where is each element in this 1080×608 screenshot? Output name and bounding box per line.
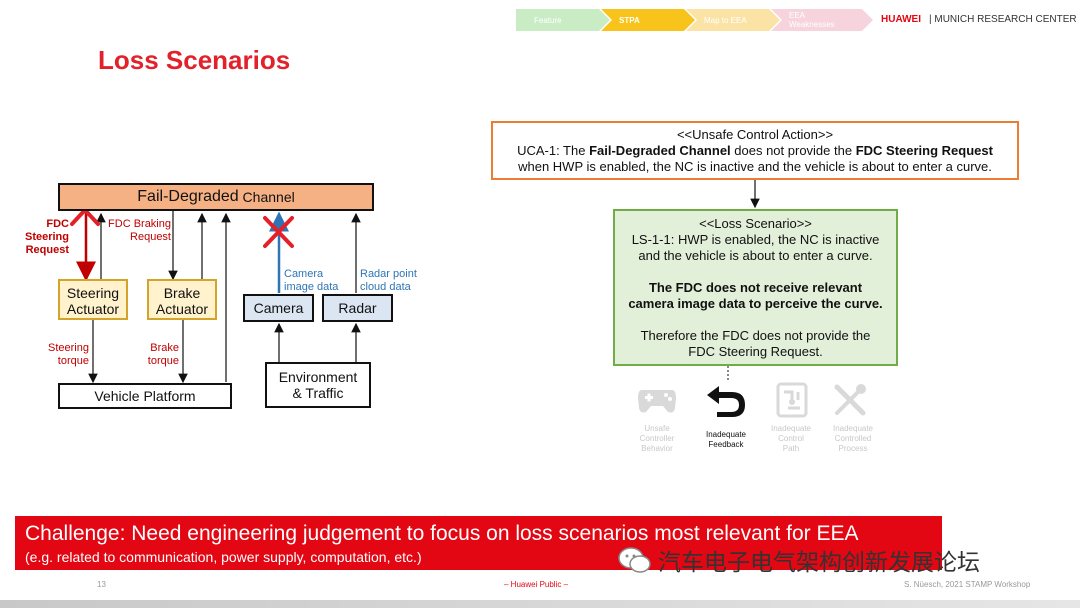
page-number: 13 [97, 580, 106, 589]
loss-scenario-box: <<Loss Scenario>> LS-1-1: HWP is enabled… [613, 209, 898, 366]
failure-x-mark-camera [263, 216, 294, 248]
camera-image-data-label: Camera image data [284, 268, 339, 293]
wechat-icon [618, 547, 651, 573]
radar-point-cloud-label: Radar point cloud data [360, 268, 417, 293]
camera-box: Camera [243, 294, 314, 322]
challenge-banner: Challenge: Need engineering judgement to… [15, 516, 942, 570]
return-arrow-icon [707, 386, 745, 417]
steering-actuator-box: Steering Actuator [58, 279, 128, 320]
bottom-bar [0, 600, 1080, 608]
fdc-steering-request-label: FDC Steering Request [24, 218, 69, 256]
environment-traffic-box: Environment & Traffic [265, 362, 371, 408]
uca-line-1: UCA-1: The Fail-Degraded Channel does no… [517, 143, 993, 158]
gamepad-icon [638, 390, 676, 413]
vehicle-platform-box: Vehicle Platform [58, 383, 232, 409]
author-credit: S. Nüesch, 2021 STAMP Workshop [904, 580, 1031, 589]
org-name: | MUNICH RESEARCH CENTER [929, 14, 1077, 25]
breadcrumb-map-to-eea[interactable]: Map to EEA [686, 9, 780, 31]
radar-box: Radar [322, 294, 393, 322]
challenge-sub-text: (e.g. related to communication, power su… [25, 549, 422, 565]
brake-torque-label: Brake torque [147, 342, 179, 367]
brake-actuator-box: Brake Actuator [147, 279, 217, 320]
unsafe-control-action-box: <<Unsafe Control Action>> UCA-1: The Fai… [491, 121, 1019, 180]
fail-degraded-channel-box: Fail-Degraded Channel [58, 183, 374, 211]
classification-label: – Huawei Public – [504, 580, 569, 589]
challenge-main-text: Challenge: Need engineering judgement to… [25, 522, 859, 545]
tools-icon [834, 384, 866, 416]
circuit-icon [776, 382, 808, 418]
category-label-inadequate-controlled-process: Inadequate Controlled Process [832, 424, 874, 453]
steering-torque-label: Steering torque [48, 342, 89, 367]
category-label-inadequate-feedback: Inadequate Feedback [705, 430, 747, 449]
breadcrumb-feature[interactable]: Feature [516, 9, 610, 31]
category-label-inadequate-control-path: Inadequate Control Path [770, 424, 812, 453]
brand-logo-text: HUAWEI [881, 14, 921, 25]
page-title: Loss Scenarios [98, 45, 291, 75]
wechat-watermark: 汽车电子电气架构创新发展论坛 [618, 543, 980, 577]
fdc-braking-request-label: FDC Braking Request [108, 218, 171, 243]
breadcrumb-eea-weaknesses[interactable]: EEA Weaknesses [771, 9, 873, 31]
category-label-unsafe-controller: Unsafe Controller Behavior [639, 424, 675, 453]
breadcrumb-stpa[interactable]: STPA [601, 9, 695, 31]
